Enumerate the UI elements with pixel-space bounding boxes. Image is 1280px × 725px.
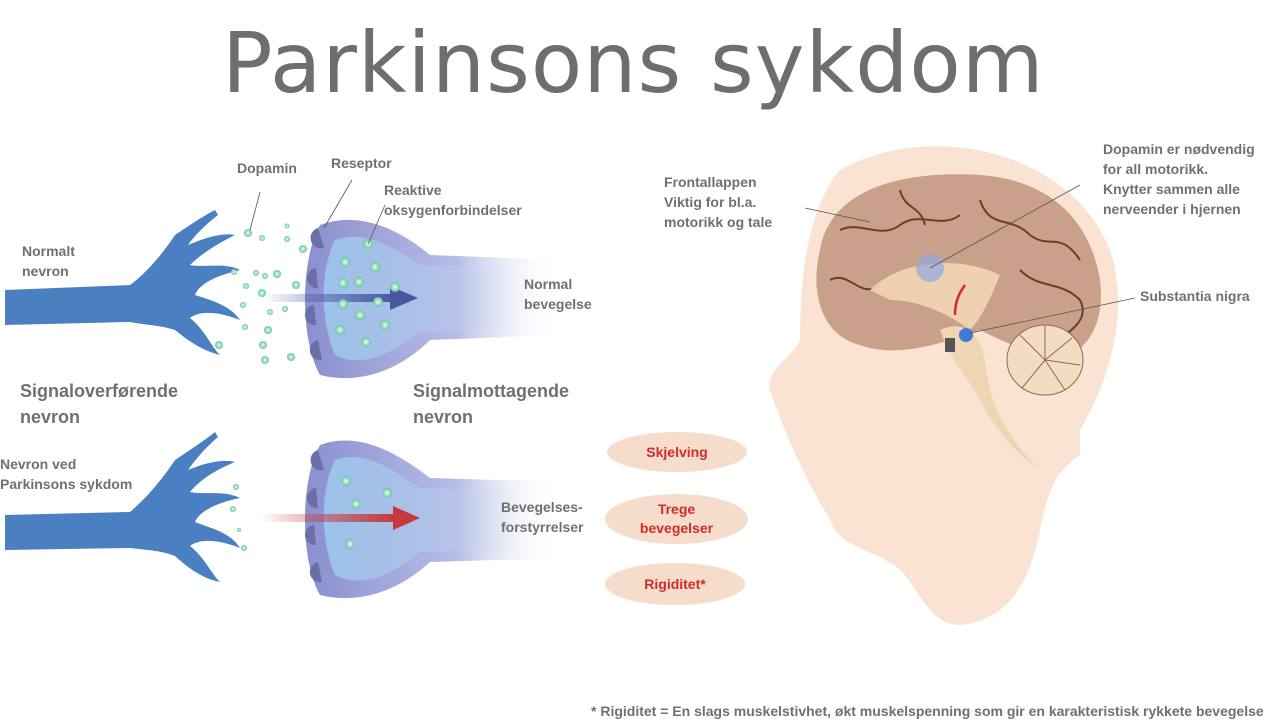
label-substantia-nigra: Substantia nigra: [1140, 288, 1250, 304]
label-normal-bevegelse: Normal bevegelse: [524, 276, 592, 312]
label-normalt-nevron: Normalt nevron: [22, 243, 75, 279]
footnote: * Rigiditet = En slags muskelstivhet, øk…: [591, 703, 1264, 719]
label-frontallappen: Frontallappen Viktig for bl.a. motorikk …: [664, 174, 773, 230]
parkinson-receiving-neuron-icon: [260, 440, 560, 599]
label-dopamin-info: Dopamin er nødvendig for all motorikk. K…: [1103, 141, 1255, 217]
label-signalmottagende: Signalmottagende nevron: [413, 381, 570, 427]
normal-receiving-neuron-icon: [263, 219, 560, 379]
label-reaktive-oksygen: Reaktive oksygenforbindelser: [384, 182, 522, 218]
symptom-trege-bevegelser: Trege bevegelser: [605, 494, 748, 544]
parkinson-sending-neuron-icon: [5, 432, 240, 582]
label-bevegelsesforstyrrelser: Bevegelses- forstyrrelser: [501, 499, 584, 535]
page-title: Parkinsons sykdom: [222, 14, 1045, 112]
label-dopamin: Dopamin: [237, 160, 297, 176]
symptom-rigiditet: Rigiditet*: [605, 563, 745, 605]
label-signaloverforende: Signaloverførende nevron: [20, 381, 179, 427]
sparse-vesicles-icon: [230, 484, 247, 551]
symptom-skjelving: Skjelving: [607, 432, 747, 472]
head-profile-icon: [769, 146, 1119, 625]
dopamine-vesicles-icon: [215, 223, 307, 364]
normal-sending-neuron-icon: [5, 210, 240, 355]
label-reseptor: Reseptor: [331, 155, 392, 171]
label-nevron-parkinsons: Nevron ved Parkinsons sykdom: [0, 456, 133, 492]
